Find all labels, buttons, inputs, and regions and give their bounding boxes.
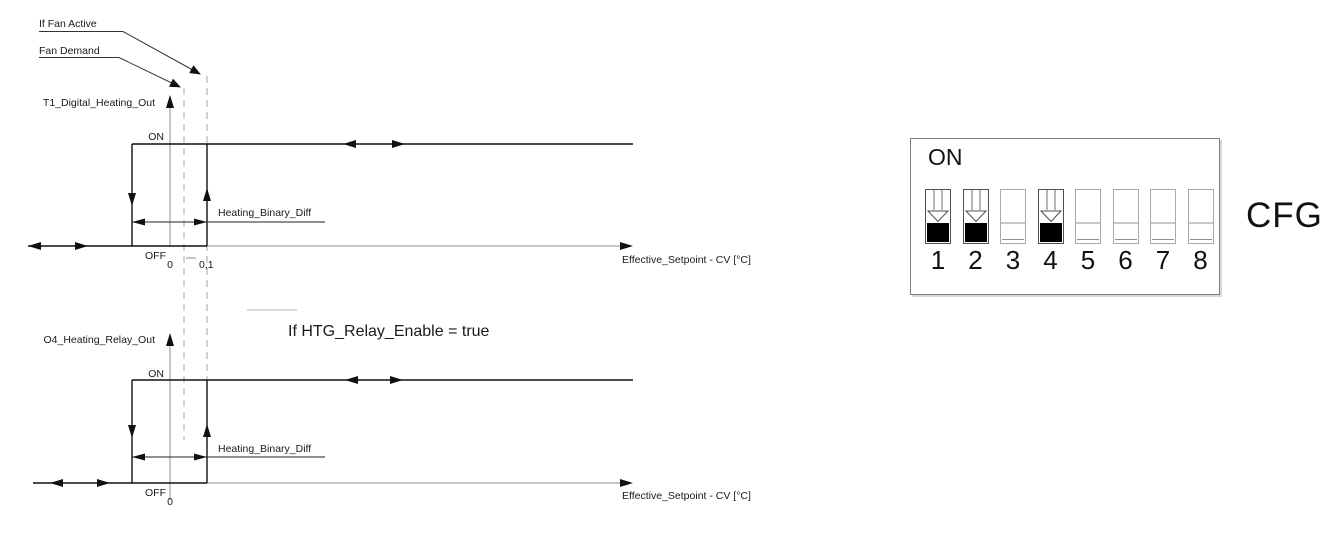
chart1-diff-label: Heating_Binary_Diff bbox=[218, 207, 311, 219]
relay-enable-note: If HTG_Relay_Enable = true bbox=[288, 323, 490, 340]
dip-switch-1[interactable]: 1 bbox=[925, 189, 951, 273]
chart2-off-right-arrow bbox=[97, 479, 110, 487]
chart1-on-left-arrow bbox=[343, 140, 356, 148]
dip-switch-8[interactable]: 8 bbox=[1187, 189, 1214, 275]
dip-switch-1-slider[interactable] bbox=[925, 189, 951, 244]
chart2-y-axis-label: O4_Heating_Relay_Out bbox=[44, 334, 156, 346]
switch-down-glyph bbox=[926, 190, 950, 242]
dip-switch-5[interactable]: 5 bbox=[1075, 189, 1101, 273]
chart2-direction-arrows bbox=[50, 376, 403, 487]
chart1: Heating_Binary_Diff T1_Digital_Heating_O… bbox=[28, 95, 751, 271]
chart2-axes bbox=[33, 338, 630, 500]
chart2-y-axis-arrow bbox=[166, 333, 174, 346]
dip-switch-3-number: 3 bbox=[1005, 245, 1021, 275]
chart2-diff-annotation: Heating_Binary_Diff bbox=[132, 443, 325, 461]
dip-switch-8-slider[interactable] bbox=[1187, 189, 1214, 244]
dip-switch-4-slider[interactable] bbox=[1037, 189, 1064, 244]
dip-switch-4[interactable]: 4 bbox=[1037, 189, 1064, 275]
dip-switch-1-number: 1 bbox=[930, 245, 946, 275]
dip-switch-7-slider[interactable] bbox=[1150, 189, 1176, 244]
dip-switch-3-slider[interactable] bbox=[1000, 189, 1026, 244]
chart2-diff-label: Heating_Binary_Diff bbox=[218, 443, 311, 455]
switch-up-glyph bbox=[1188, 222, 1213, 240]
chart1-off-label: OFF bbox=[145, 250, 166, 262]
guide-lines bbox=[183, 76, 208, 440]
chart2-zero-tick-label: 0 bbox=[167, 496, 173, 508]
chart1-axes bbox=[28, 100, 630, 259]
chart1-fall-down-arrow bbox=[128, 193, 136, 206]
fan-demand-label: Fan Demand bbox=[39, 45, 100, 57]
chart2-fall-down-arrow bbox=[128, 425, 136, 438]
dip-switch-3[interactable]: 3 bbox=[1000, 189, 1026, 273]
leader-callouts: If Fan Active Fan Demand bbox=[39, 18, 201, 88]
dip-switch-panel: ON 1 2 3 bbox=[910, 138, 1220, 295]
chart1-off-right-arrow bbox=[75, 242, 88, 250]
chart1-diff-left-arrow bbox=[132, 218, 145, 226]
switch-up-glyph bbox=[1001, 222, 1025, 240]
chart1-y-axis-arrow bbox=[166, 95, 174, 108]
chart1-diff-right-arrow bbox=[194, 218, 207, 226]
dip-switch-8-number: 8 bbox=[1193, 245, 1208, 275]
chart2-diff-left-arrow bbox=[132, 453, 145, 461]
switch-down-glyph bbox=[1039, 190, 1062, 242]
dip-switch-2-slider[interactable] bbox=[962, 189, 989, 244]
chart1-threshold-tick-label: 0,1 bbox=[199, 259, 214, 271]
chart1-x-axis-arrow bbox=[620, 242, 633, 250]
if-fan-active-leader-line bbox=[39, 31, 201, 75]
chart2-on-label: ON bbox=[148, 368, 164, 380]
chart2-diff-right-arrow bbox=[194, 453, 207, 461]
dip-switch-5-number: 5 bbox=[1080, 245, 1096, 275]
dip-switch-6[interactable]: 6 bbox=[1112, 189, 1139, 275]
if-fan-active-label: If Fan Active bbox=[39, 18, 97, 30]
dip-switch-5-slider[interactable] bbox=[1075, 189, 1101, 244]
dip-switch-7[interactable]: 7 bbox=[1150, 189, 1176, 273]
switch-up-glyph bbox=[1076, 222, 1100, 240]
switch-up-glyph bbox=[1151, 222, 1175, 240]
dip-switch-2-number: 2 bbox=[968, 245, 983, 275]
dip-switch-6-slider[interactable] bbox=[1112, 189, 1139, 244]
chart2-curve bbox=[33, 379, 633, 484]
chart1-x-axis-label: Effective_Setpoint - CV [°C] bbox=[622, 254, 751, 266]
chart2-rise-up-arrow bbox=[203, 424, 211, 437]
chart2-x-axis-label: Effective_Setpoint - CV [°C] bbox=[622, 490, 751, 502]
cfg-label: CFG bbox=[1246, 196, 1323, 235]
fan-demand-leader-line bbox=[39, 57, 181, 88]
chart1-direction-arrows bbox=[28, 140, 405, 250]
chart1-curve bbox=[28, 143, 633, 247]
chart1-rise-up-arrow bbox=[203, 188, 211, 201]
switch-up-glyph bbox=[1113, 222, 1138, 240]
chart1-y-axis-label: T1_Digital_Heating_Out bbox=[43, 97, 155, 109]
dip-switch-2[interactable]: 2 bbox=[962, 189, 989, 275]
chart2-on-left-arrow bbox=[345, 376, 358, 384]
chart2-off-left-arrow bbox=[50, 479, 63, 487]
chart1-diff-annotation: Heating_Binary_Diff bbox=[132, 207, 325, 226]
dip-panel-on-label: ON bbox=[928, 144, 963, 170]
chart1-off-left-arrow bbox=[28, 242, 41, 250]
chart2-on-right-arrow bbox=[390, 376, 403, 384]
switch-down-glyph bbox=[964, 190, 987, 242]
condition-note: If HTG_Relay_Enable = true bbox=[247, 309, 490, 340]
hysteresis-diagram: If Fan Active Fan Demand bbox=[28, 18, 751, 508]
dip-switch-7-number: 7 bbox=[1155, 245, 1171, 275]
dip-switch-6-number: 6 bbox=[1118, 245, 1133, 275]
chart1-zero-tick-label: 0 bbox=[167, 259, 173, 271]
chart2: Heating_Binary_Diff O4_Heating_Relay_Out… bbox=[33, 333, 751, 508]
chart1-on-label: ON bbox=[148, 131, 164, 143]
chart1-on-right-arrow bbox=[392, 140, 405, 148]
chart2-x-axis-arrow bbox=[620, 479, 633, 487]
chart2-off-label: OFF bbox=[145, 487, 166, 499]
dip-switch-4-number: 4 bbox=[1043, 245, 1058, 275]
